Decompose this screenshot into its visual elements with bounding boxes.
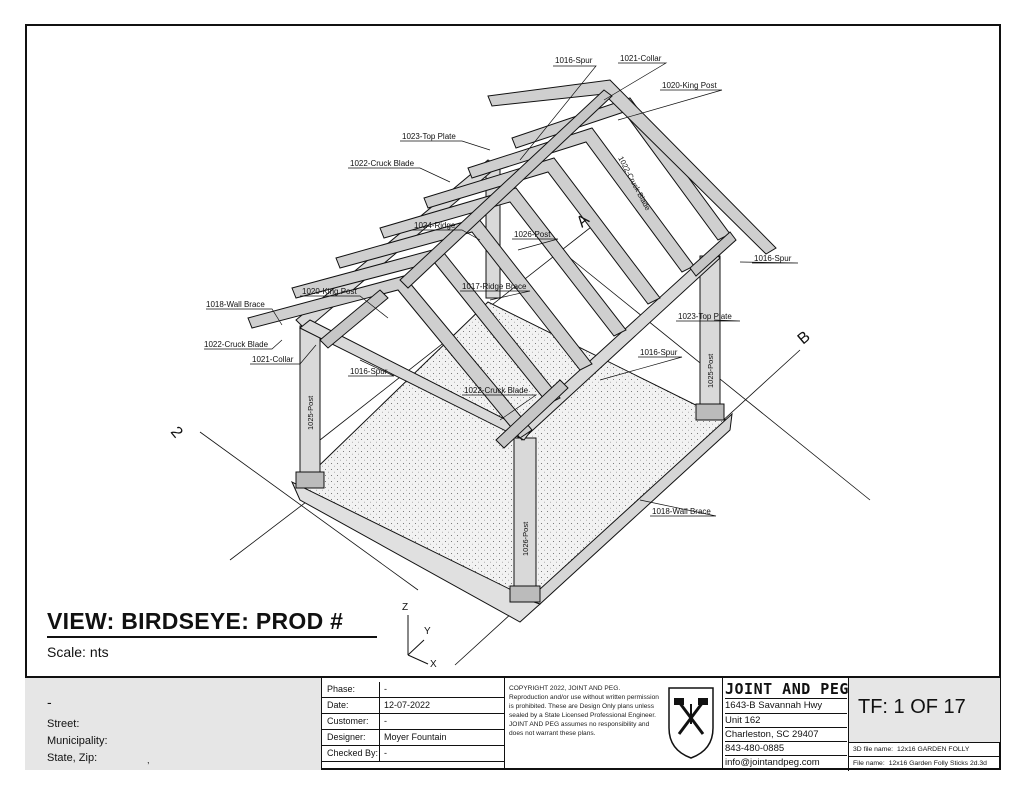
grid-mark-b: B (795, 328, 814, 348)
callout-spur-left: 1016-Spur (350, 367, 388, 376)
callout-king-post-top: 1020-King Post (662, 81, 717, 90)
municipality-label: Municipality: (47, 735, 108, 747)
field-date: Date:12-07-2022 (322, 698, 504, 714)
state-zip-value: , (147, 755, 150, 765)
company-email: info@jointandpeg.com (725, 755, 847, 770)
company-city: Charleston, SC 29407 (725, 727, 847, 742)
callout-spur-top: 1016-Spur (555, 56, 593, 65)
callout-wall-brace-left: 1018-Wall Brace (206, 300, 265, 309)
title-block: - Street: Municipality: State, Zip: , Ph… (25, 676, 1001, 771)
sheet-number: TF: 1 OF 17 (858, 696, 966, 718)
file-3d-value: 12x16 GARDEN FOLLY (897, 746, 970, 753)
field-phase: Phase:- (322, 682, 504, 698)
company-name: JOINT AND PEG (725, 680, 849, 698)
callout-king-post-left: 1020-King Post (302, 287, 357, 296)
axis-z-label: Z (402, 602, 409, 613)
callout-collar-top: 1021-Collar (620, 54, 662, 63)
project-fields: Phase:- Date:12-07-2022 Customer:- Desig… (322, 678, 505, 770)
posts (295, 167, 725, 603)
company-address2: Unit 162 (725, 713, 847, 728)
grid-mark-2: 2 (167, 424, 186, 442)
field-customer: Customer:- (322, 714, 504, 730)
file-name-value: 12x16 Garden Folly Sticks 2d.3d (888, 760, 987, 767)
concrete-slab (290, 301, 733, 623)
sheet-number-panel: TF: 1 OF 17 (848, 678, 1000, 742)
callout-cruck-blade-mid: 1022-Cruck Blade (464, 386, 529, 395)
callout-spur-right: 1016-Spur (754, 254, 792, 263)
axis-triad (407, 615, 429, 665)
post-left-label: 1025-Post (306, 395, 315, 430)
callout-wall-brace-lower: 1018-Wall Brace (652, 507, 711, 516)
callout-cruck-blade-left: 1022-Cruck Blade (204, 340, 269, 349)
leader-lines (204, 62, 799, 517)
post-front (513, 437, 537, 597)
drawing-sheet-border (25, 24, 1001, 770)
company-address1: 1643-B Savannah Hwy (725, 698, 847, 713)
file-name-label: File name: (853, 760, 885, 767)
site-info-panel: - Street: Municipality: State, Zip: , (25, 678, 322, 770)
callout-collar-left: 1021-Collar (252, 355, 294, 364)
company-info: JOINT AND PEG 1643-B Savannah Hwy Unit 1… (722, 678, 849, 770)
post-right-label: 1025-Post (706, 353, 715, 388)
state-zip-label: State, Zip: (47, 752, 98, 764)
file-3d-label: 3D file name: (853, 746, 894, 753)
field-checked-by: Checked By:- (322, 746, 504, 762)
callout-post-mid: 1026-Post (514, 230, 551, 239)
callout-top-plate-right: 1023-Top Plate (678, 312, 732, 321)
file-3d-row: 3D file name:12x16 GARDEN FOLLY (848, 742, 1000, 757)
scale-label: Scale: (47, 644, 86, 660)
axis-y-label: Y (424, 626, 431, 637)
scale-value: nts (89, 644, 109, 660)
site-name-placeholder: - (47, 694, 52, 710)
callout-cruck-blade-upper: 1022-Cruck Blade (350, 159, 415, 168)
callout-top-plate-left: 1023-Top Plate (402, 132, 456, 141)
company-shield-logo-icon (668, 687, 714, 759)
view-title: VIEW: BIRDSEYE: PROD # (47, 608, 377, 638)
company-phone: 843-480-0885 (725, 741, 847, 756)
field-designer: Designer:Moyer Fountain (322, 730, 504, 746)
axis-x-label: X (430, 659, 437, 670)
callout-ridge-brace: 1017-Ridge Brace (462, 282, 527, 291)
copyright-notice: COPYRIGHT 2022, JOINT AND PEG. Reproduct… (509, 685, 659, 737)
street-label: Street: (47, 718, 80, 730)
file-name-row: File name:12x16 Garden Folly Sticks 2d.3… (848, 756, 1000, 771)
scale-line: Scale:nts (47, 644, 113, 660)
callout-spur-lower-right: 1016-Spur (640, 348, 678, 357)
post-front-label: 1026-Post (521, 521, 530, 556)
callout-ridge: 1024-Ridge (414, 221, 456, 230)
